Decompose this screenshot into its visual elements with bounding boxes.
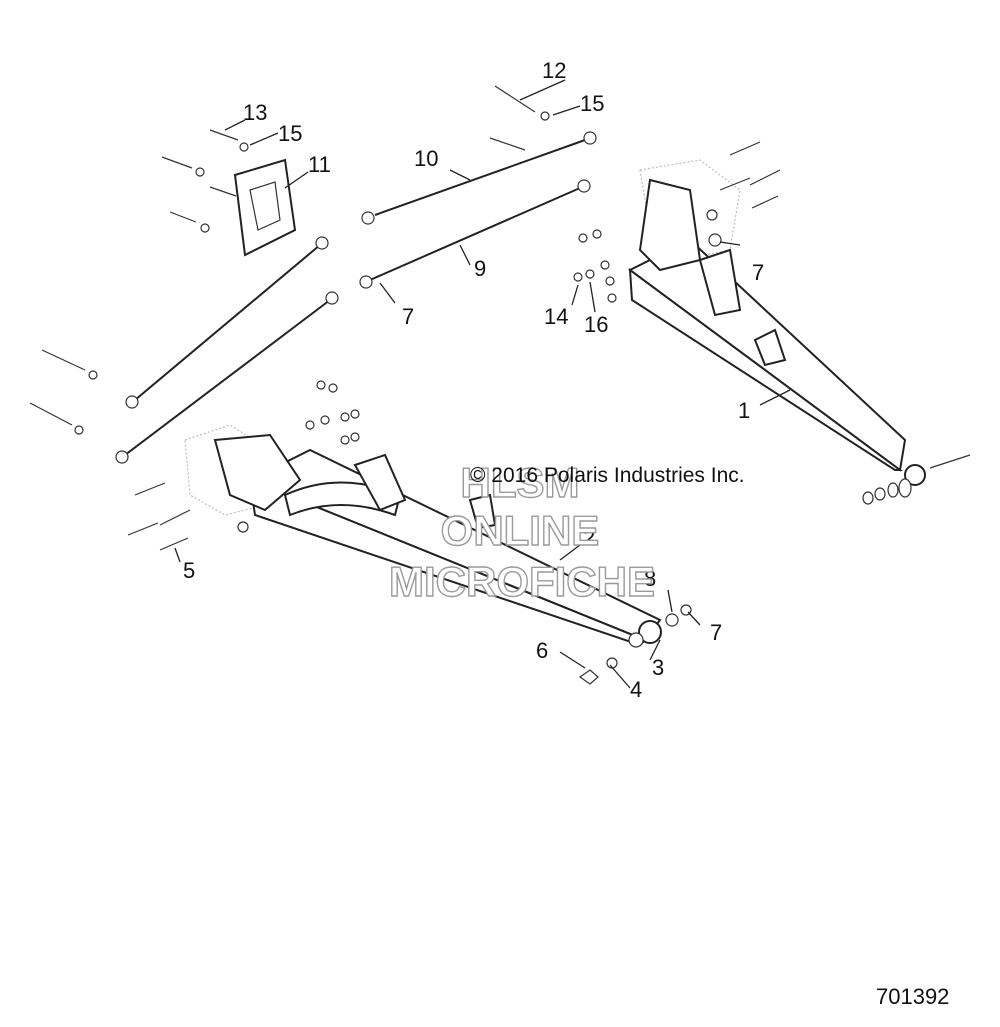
callout-13: 13 (243, 100, 267, 125)
link-left-upper (125, 236, 329, 409)
nut-washer-group (573, 229, 617, 303)
callout-7-right: 7 (752, 260, 764, 285)
callout-2: 2 (583, 525, 595, 550)
radius-rod-lower (359, 179, 591, 289)
callout-labels: 1 2 3 4 5 6 7 7 7 8 9 10 11 12 13 14 15 … (183, 58, 764, 702)
callout-14: 14 (544, 304, 568, 329)
mounting-bracket (233, 158, 297, 257)
copyright-notice: © 2016 Polaris Industries Inc. (470, 464, 745, 487)
callout-15-left: 15 (278, 121, 302, 146)
callout-9: 9 (474, 256, 486, 281)
bolt-set-left-bracket (127, 380, 360, 551)
callout-15-right: 15 (580, 91, 604, 116)
bolt-set-right-bracket (706, 141, 971, 469)
watermark-line-1: HLSM (461, 459, 580, 506)
callout-7-link: 7 (402, 304, 414, 329)
figure-id: 701392 (876, 984, 949, 1009)
callout-5: 5 (183, 558, 195, 583)
callout-16: 16 (584, 312, 608, 337)
trailing-arm-right (628, 159, 926, 505)
link-left-lower (115, 291, 339, 464)
leader-lines (174, 79, 791, 689)
callout-7-arm: 7 (710, 620, 722, 645)
watermark: HLSM ONLINE MICROFICHE (388, 458, 655, 605)
watermark-line-2: ONLINE (441, 507, 600, 554)
callout-11: 11 (308, 152, 331, 177)
callout-1: 1 (738, 398, 750, 423)
radius-rod-upper (361, 131, 597, 225)
callout-4: 4 (630, 677, 642, 702)
trailing-arm-left (184, 424, 692, 685)
callout-12: 12 (542, 58, 566, 83)
bolt-set-top-left (29, 85, 550, 435)
callout-10: 10 (414, 146, 438, 171)
callout-8: 8 (644, 566, 656, 591)
callout-3: 3 (652, 655, 664, 680)
callout-6: 6 (536, 638, 548, 663)
watermark-line-3: MICROFICHE (389, 558, 655, 605)
